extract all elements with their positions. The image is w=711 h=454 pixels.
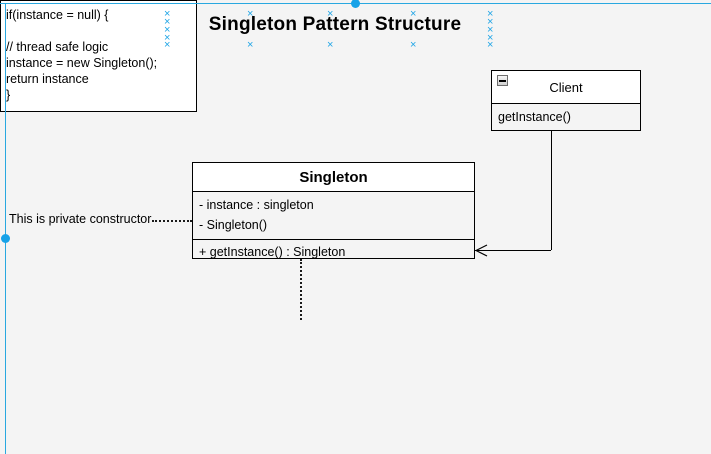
note-line: instance = new Singleton(); [6,56,158,70]
singleton-class-box[interactable]: Singleton - instance : singleton - Singl… [192,162,475,259]
client-class-box[interactable]: Client getInstance() [491,70,641,131]
client-operation: getInstance() [498,110,571,124]
singleton-attribute: - instance : singleton [199,198,314,212]
note-line: } [6,88,11,102]
selection-mark: × [487,32,494,44]
selection-mark: × [164,16,171,28]
singleton-attributes-compartment: - instance : singleton - Singleton() [193,192,474,239]
selection-mark: × [247,39,254,51]
singleton-attribute: - Singleton() [199,218,268,232]
dependency-arrow-segment-horizontal[interactable] [475,250,551,251]
code-note-box[interactable]: if(instance = null) { // thread safe log… [0,0,197,112]
singleton-operations-compartment: + getInstance() : Singleton [193,239,474,259]
client-class-name: Client [549,79,583,95]
selection-mark: × [487,16,494,28]
link-private-constructor[interactable] [152,220,192,222]
selection-mark: × [164,32,171,44]
collapse-minus-icon[interactable] [497,75,508,86]
note-line: return instance [6,72,89,86]
selection-mark: × [487,24,494,36]
dependency-arrow-segment-vertical[interactable] [551,131,552,250]
note-line: if(instance = null) { [6,8,109,22]
page-guide-vertical [5,3,6,454]
selection-mark: × [410,8,417,20]
selection-mark: × [410,39,417,51]
selection-mark: × [327,39,334,51]
selection-mark: × [487,8,494,20]
page-guide-handle-left[interactable] [1,234,10,243]
singleton-class-header: Singleton [193,163,474,192]
singleton-operation: + getInstance() : Singleton [199,245,346,259]
selection-mark: × [164,39,171,51]
selection-mark: × [164,24,171,36]
client-class-header: Client [492,71,640,104]
singleton-class-name: Singleton [299,168,368,186]
selection-mark: × [247,8,254,20]
private-constructor-label[interactable]: This is private constructor [9,212,152,226]
dependency-arrowhead-icon [475,244,488,257]
note-line: // thread safe logic [6,40,109,54]
diagram-title[interactable]: Singleton Pattern Structure [208,14,462,35]
link-code-note[interactable] [300,259,302,320]
selection-mark: × [164,8,171,20]
selection-mark: × [487,39,494,51]
client-operations-compartment: getInstance() [492,104,640,131]
page-guide-handle-top[interactable] [351,0,360,8]
selection-mark: × [327,8,334,20]
